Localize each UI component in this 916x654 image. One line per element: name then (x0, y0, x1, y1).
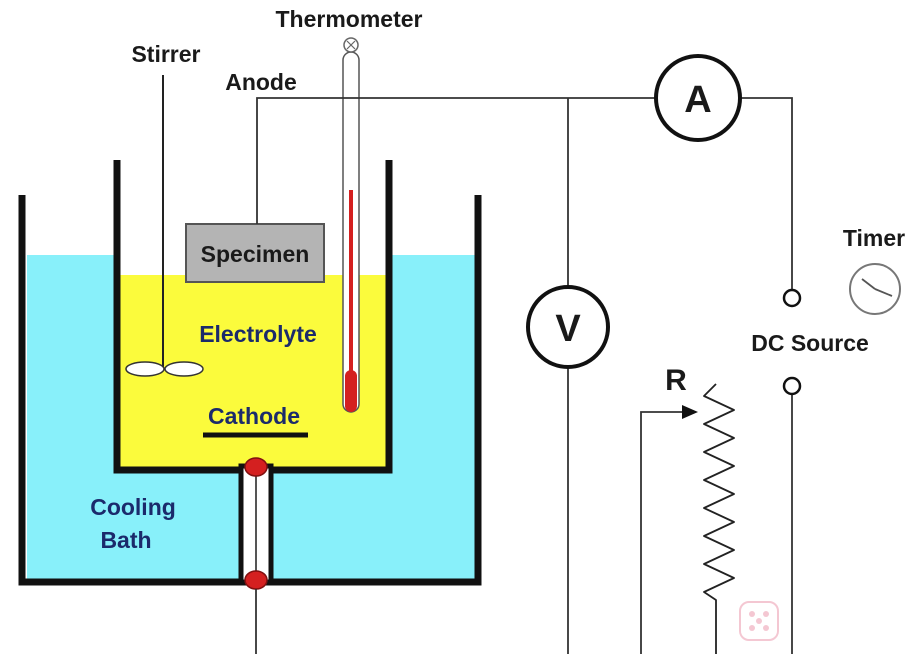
stirrer-label: Stirrer (131, 41, 200, 67)
cooling-bath-label-line2: Bath (100, 527, 151, 553)
dc-source-label: DC Source (751, 330, 869, 356)
electrolyte-label: Electrolyte (199, 321, 317, 347)
cooling-bath-label-line1: Cooling (90, 494, 176, 520)
cathode-label: Cathode (208, 403, 300, 429)
anode-wire (256, 97, 656, 224)
lower-seal (244, 570, 268, 590)
rheostat-resistor (703, 383, 735, 654)
thermometer-label: Thermometer (276, 6, 423, 32)
dc-source-negative-terminal (782, 376, 802, 396)
rheostat-wiper-wire (640, 411, 688, 654)
thermometer-bulb (345, 370, 357, 412)
rheostat-label: R (665, 364, 687, 397)
ammeter (654, 54, 742, 142)
ammeter-to-source-wire (740, 97, 793, 290)
specimen-label: Specimen (201, 241, 310, 267)
rheostat-wiper-arrow (682, 405, 698, 419)
stirrer-blade-right (164, 361, 204, 377)
anode-label: Anode (225, 69, 297, 95)
clock-icon (849, 263, 901, 315)
upper-seal (244, 457, 268, 477)
voltmeter-symbol: V (555, 308, 581, 350)
specimen-block (185, 223, 325, 283)
dc-source-positive-terminal (782, 288, 802, 308)
logo-icon (739, 601, 779, 641)
thermometer-hanger-icon (343, 37, 359, 53)
voltmeter (526, 285, 610, 369)
stirrer-blade-left (125, 361, 165, 377)
ammeter-symbol: A (684, 79, 711, 121)
timer-label: Timer (843, 225, 905, 251)
